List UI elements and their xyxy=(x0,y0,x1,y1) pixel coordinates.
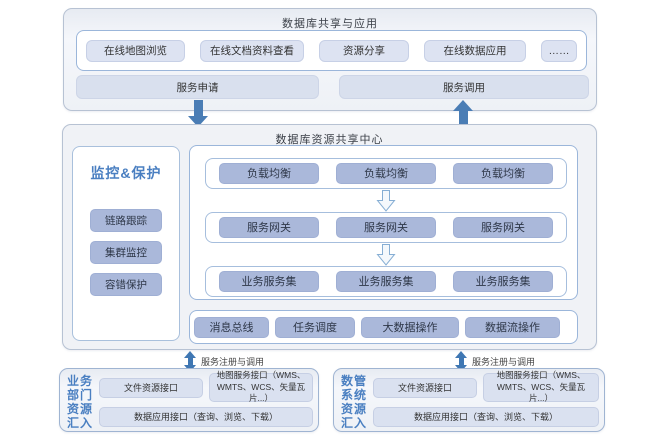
business-service-set-pill: 业务服务集 xyxy=(453,271,553,292)
flow-arrow-icon xyxy=(205,243,567,266)
map-service-interface-pill: 地图服务接口（WMS、WMTS、WCS、矢量瓦片...） xyxy=(483,370,599,403)
center-section-title: 数据库资源共享中心 xyxy=(275,134,384,146)
service-invoke-bar: 服务调用 xyxy=(339,75,589,99)
task-schedule-pill: 任务调度 xyxy=(275,316,355,338)
business-service-set-pill: 业务服务集 xyxy=(336,271,436,292)
app-buttons-container: 在线地图浏览 在线文档资料查看 资源分享 在线数据应用 …… xyxy=(76,30,587,71)
sidebar-item-link-trace: 链路跟踪 xyxy=(90,209,162,232)
top-section-title: 数据库共享与应用 xyxy=(282,18,378,30)
data-app-interface-pill: 数据应用接口（查询、浏览、下载） xyxy=(99,407,313,427)
service-set-row: 业务服务集 业务服务集 业务服务集 xyxy=(205,266,567,297)
interface-pill-grid: 文件资源接口 地图服务接口（WMS、WMTS、WCS、矢量瓦片...） 数据应用… xyxy=(373,370,599,427)
top-section-database-sharing-app: 数据库共享与应用 在线地图浏览 在线文档资料查看 资源分享 在线数据应用 …… … xyxy=(63,8,597,111)
monitor-pill-list: 链路跟踪 集群监控 容错保护 xyxy=(73,209,179,296)
map-service-interface-pill: 地图服务接口（WMS、WMTS、WCS、矢量瓦片...） xyxy=(209,370,313,403)
business-dept-ingest-title: 业务部门资源汇入 xyxy=(67,374,94,430)
gateway-row: 服务网关 服务网关 服务网关 xyxy=(205,212,567,243)
file-interface-pill: 文件资源接口 xyxy=(99,377,203,398)
service-gateway-pill: 服务网关 xyxy=(336,217,436,238)
business-service-set-pill: 业务服务集 xyxy=(219,271,319,292)
middleware-row: 消息总线 任务调度 大数据操作 数据流操作 xyxy=(189,310,578,344)
service-gateway-pill: 服务网关 xyxy=(453,217,553,238)
bigdata-operation-pill: 大数据操作 xyxy=(361,316,459,338)
app-button-more: …… xyxy=(541,39,577,62)
app-button-online-data: 在线数据应用 xyxy=(424,39,526,62)
app-button-online-doc: 在线文档资料查看 xyxy=(200,39,304,62)
connector-label: 服务注册与调用 xyxy=(472,356,536,367)
service-tier-container: 负载均衡 负载均衡 负载均衡 服务网关 服务网关 服务网关 业务服务集 业务服务… xyxy=(189,145,578,300)
load-balance-pill: 负载均衡 xyxy=(219,163,319,184)
sidebar-item-fault-tolerance: 容错保护 xyxy=(90,273,162,296)
up-arrow-icon xyxy=(453,100,473,127)
app-button-online-map: 在线地图浏览 xyxy=(86,39,185,62)
file-interface-pill: 文件资源接口 xyxy=(373,377,477,398)
data-mgmt-ingest-box: 数管系统资源汇入 文件资源接口 地图服务接口（WMS、WMTS、WCS、矢量瓦片… xyxy=(333,368,605,432)
service-request-bar: 服务申请 xyxy=(76,75,319,99)
service-gateway-pill: 服务网关 xyxy=(219,217,319,238)
load-balance-pill: 负载均衡 xyxy=(336,163,436,184)
app-button-resource-share: 资源分享 xyxy=(319,39,409,62)
business-dept-ingest-box: 业务部门资源汇入 文件资源接口 地图服务接口（WMS、WMTS、WCS、矢量瓦片… xyxy=(59,368,319,432)
monitor-protect-panel: 监控&保护 链路跟踪 集群监控 容错保护 xyxy=(72,146,180,341)
connector-label: 服务注册与调用 xyxy=(201,356,265,367)
load-balance-row: 负载均衡 负载均衡 负载均衡 xyxy=(205,158,567,189)
interface-pill-grid: 文件资源接口 地图服务接口（WMS、WMTS、WCS、矢量瓦片...） 数据应用… xyxy=(99,370,313,427)
flow-arrow-icon xyxy=(205,189,567,212)
center-section-share-center: 数据库资源共享中心 监控&保护 链路跟踪 集群监控 容错保护 负载均衡 负载均衡… xyxy=(62,124,597,350)
down-arrow-icon xyxy=(188,100,208,127)
message-bus-pill: 消息总线 xyxy=(194,316,269,338)
data-app-interface-pill: 数据应用接口（查询、浏览、下载） xyxy=(373,407,599,427)
data-mgmt-ingest-title: 数管系统资源汇入 xyxy=(341,374,368,430)
dataflow-operation-pill: 数据流操作 xyxy=(465,316,560,338)
load-balance-pill: 负载均衡 xyxy=(453,163,553,184)
sidebar-item-cluster-monitor: 集群监控 xyxy=(90,241,162,264)
monitor-protect-title: 监控&保护 xyxy=(90,165,162,181)
